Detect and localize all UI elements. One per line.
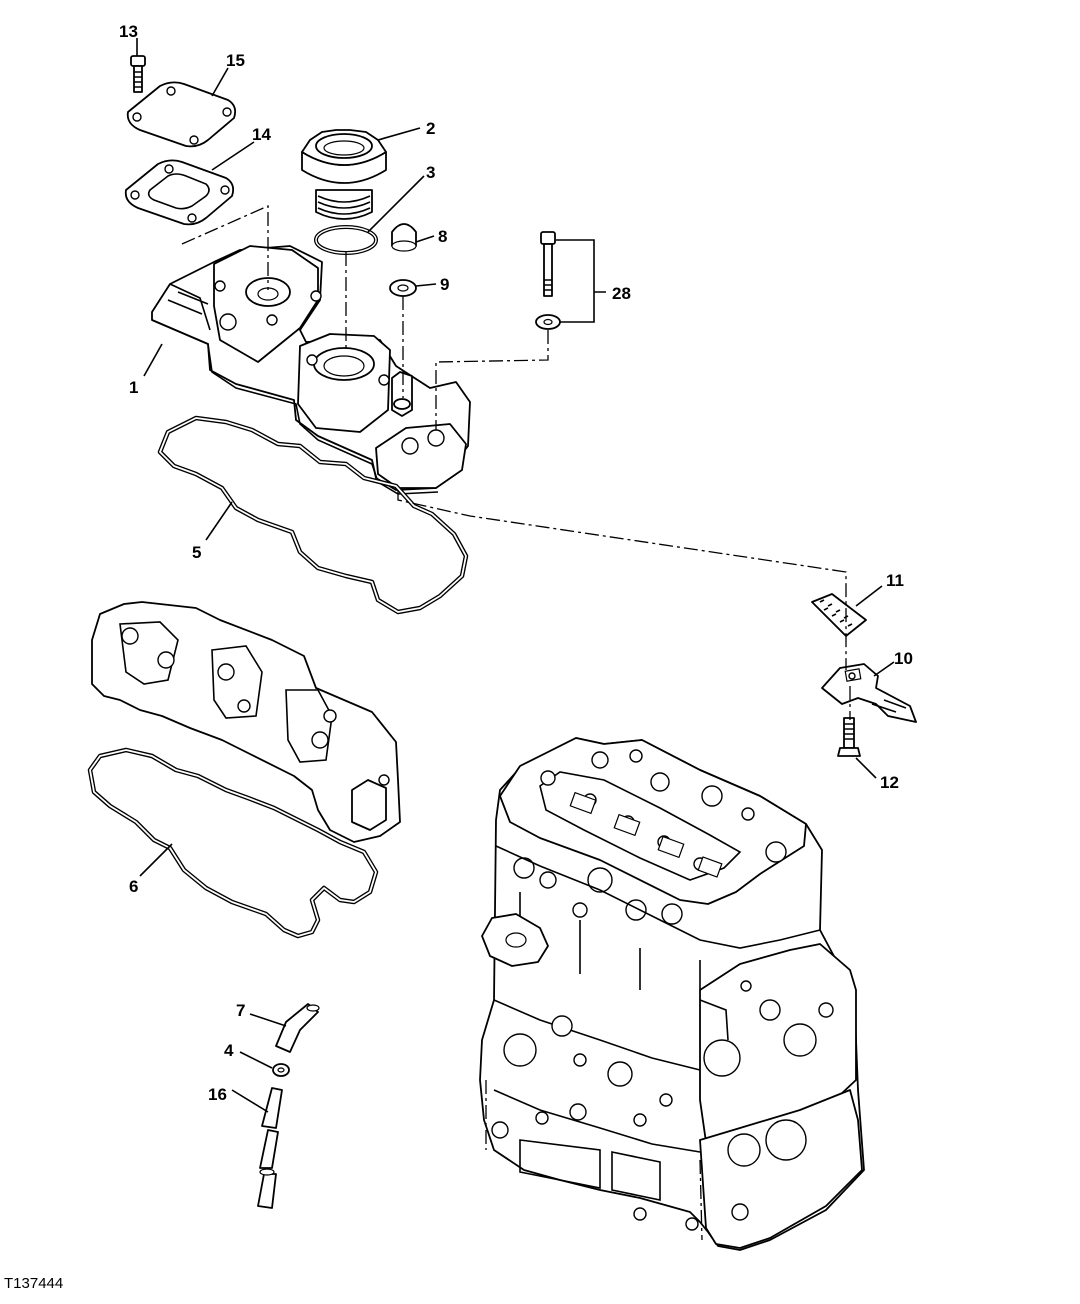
- callout-6: 6: [129, 877, 138, 896]
- cylinder-head-housing: [91, 601, 401, 843]
- callout-3: 3: [426, 163, 435, 182]
- callout-28: 28: [612, 284, 631, 303]
- callout-labels: 13 15 14 2 3 8 9 28 1 5 6 7 4 16 11 10 1…: [119, 22, 913, 1104]
- part-2-filler-cap: [301, 129, 387, 220]
- part-13-cap-screw: [130, 55, 146, 93]
- part-9-washer: [389, 279, 417, 297]
- callout-5: 5: [192, 543, 201, 562]
- callout-4: 4: [224, 1041, 234, 1060]
- callout-8: 8: [438, 227, 447, 246]
- part-5-cover-gasket: [157, 415, 469, 615]
- figure-id: T137444: [4, 1275, 63, 1292]
- part-4-hose-clamp: [272, 1063, 290, 1077]
- alignment-lines: [181, 205, 851, 720]
- part-16-breather-hose: [257, 1087, 283, 1209]
- callout-10: 10: [894, 649, 913, 668]
- callout-7: 7: [236, 1001, 245, 1020]
- part-12-cap-screw: [837, 717, 861, 757]
- callout-1: 1: [129, 378, 138, 397]
- callout-12: 12: [880, 773, 899, 792]
- callout-2: 2: [426, 119, 435, 138]
- callout-11: 11: [886, 571, 904, 590]
- callout-14: 14: [252, 125, 271, 144]
- callout-15: 15: [226, 51, 245, 70]
- part-1-rocker-cover: [151, 245, 471, 495]
- part-10-bracket: [821, 663, 917, 723]
- leader-lines: [136, 38, 895, 1113]
- part-8-cap-nut: [391, 223, 417, 252]
- part-14-gasket: [124, 159, 235, 226]
- engine-block: [479, 737, 865, 1251]
- part-15-cover-plate: [126, 81, 237, 148]
- callout-16: 16: [208, 1085, 227, 1104]
- part-11-decal: [811, 593, 867, 637]
- callout-13: 13: [119, 22, 138, 41]
- part-3-o-ring: [314, 225, 378, 255]
- part-6-head-gasket: [87, 747, 379, 939]
- part-7-breather-elbow: [275, 1003, 320, 1053]
- part-28-bolt-washer: [535, 231, 561, 330]
- callout-9: 9: [440, 275, 449, 294]
